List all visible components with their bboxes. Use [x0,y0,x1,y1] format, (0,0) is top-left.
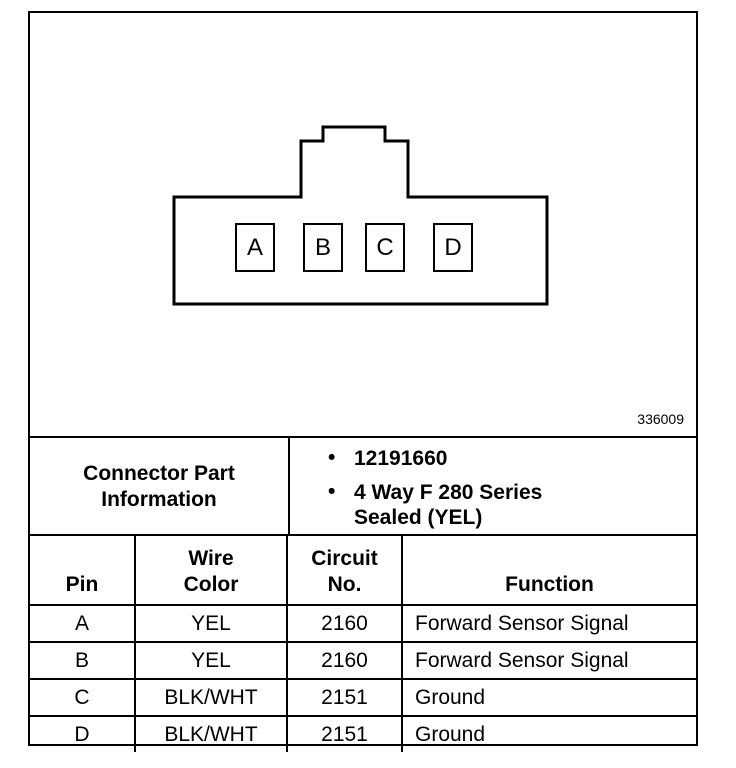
circuit-cell: 2160 [287,642,403,680]
pin-a-label: A [246,234,263,261]
connector-info-section: Connector Part Information • 12191660 • … [30,436,696,536]
figure-number: 336009 [637,411,684,427]
connector-frame: A B C D 336009 Connector Part Informatio… [28,11,698,752]
connector-diagram: A B C D 336009 [30,13,696,436]
table-row: D BLK/WHT 2151 Ground [30,716,696,752]
pin-c-box [365,223,405,272]
header-wire-color: Wire Color [135,535,288,606]
pin-a-box [235,223,275,272]
table-row: C BLK/WHT 2151 Ground [30,679,696,717]
pin-c-label: C [376,234,394,261]
pin-b-box [303,223,343,272]
description-line2: Sealed (YEL) [354,506,483,529]
connector-body-outline [172,125,549,306]
pin-cell: D [30,716,136,752]
header-function: Function [402,535,696,606]
wire-color-cell: YEL [135,642,288,680]
function-cell: Ground [415,722,486,746]
pin-table: Pin Wire Color Circuit No. Function A YE… [30,534,696,752]
pin-b-label: B [314,234,331,261]
circuit-cell: 2160 [287,605,403,643]
pin-table-header: Pin Wire Color Circuit No. Function [30,535,696,606]
part-number: 12191660 [354,447,448,470]
circuit-cell: 2151 [287,679,403,717]
wire-color-cell: BLK/WHT [135,716,288,752]
connector-info-values: • 12191660 • 4 Way F 280 Series Sealed (… [290,438,696,536]
connector-info-label-line2: Information [101,488,217,511]
pin-d-box [433,223,473,272]
table-row: A YEL 2160 Forward Sensor Signal [30,605,696,643]
pin-d-label: D [444,234,462,261]
connector-info-label: Connector Part Information [30,438,290,536]
pin-cell: A [30,605,136,643]
wire-color-cell: YEL [135,605,288,643]
function-cell: Forward Sensor Signal [402,605,696,643]
bullet-icon: • [328,480,336,503]
header-pin: Pin [30,535,136,606]
pin-cell: C [30,679,136,717]
pin-cell: B [30,642,136,680]
header-circuit: Circuit No. [287,535,403,606]
function-cell: Ground [402,679,696,717]
function-cell: Forward Sensor Signal [402,642,696,680]
description-line1: 4 Way F 280 Series [354,481,543,504]
connector-info-label-line1: Connector Part [83,462,235,485]
bullet-icon: • [328,446,336,469]
connector-outline-svg [172,125,549,306]
table-row: B YEL 2160 Forward Sensor Signal [30,642,696,680]
circuit-cell: 2151 [287,716,403,752]
wire-color-cell: BLK/WHT [135,679,288,717]
